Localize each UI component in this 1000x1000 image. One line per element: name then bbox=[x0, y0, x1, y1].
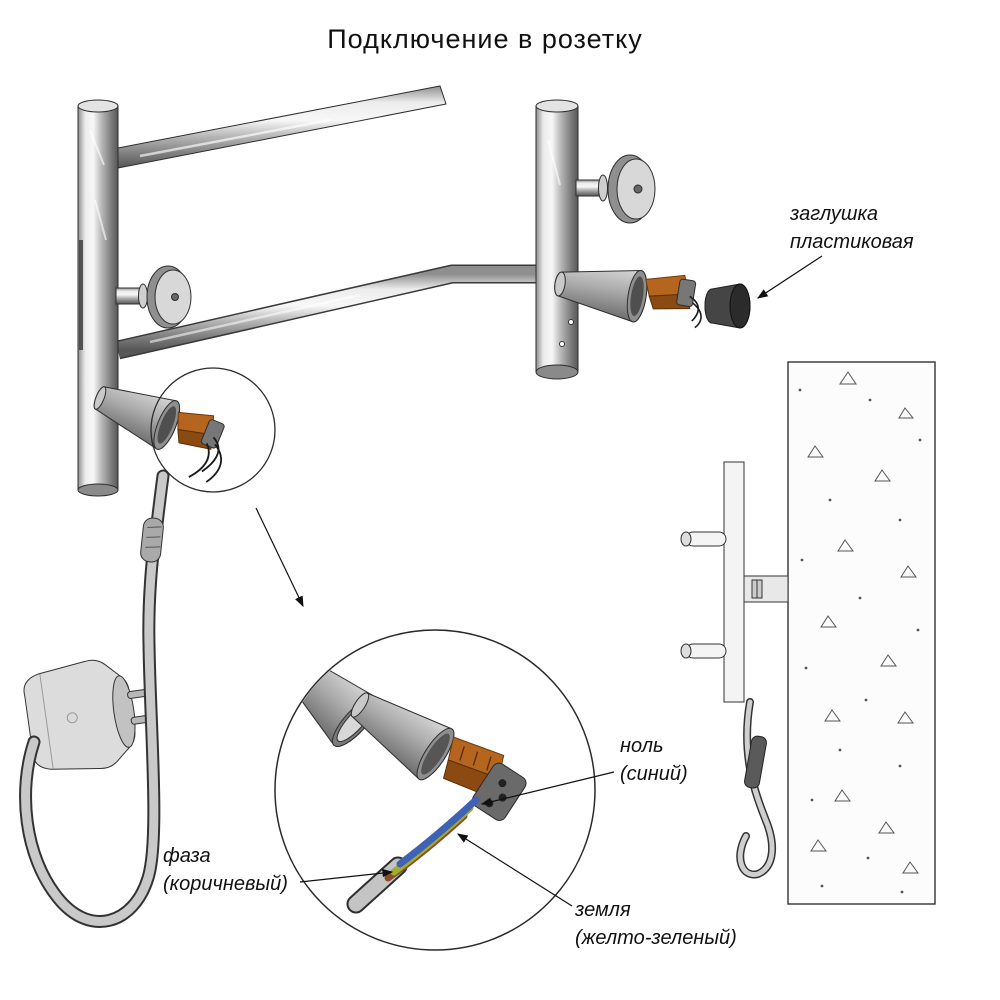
power-plug bbox=[23, 659, 156, 770]
leader-cap bbox=[756, 255, 823, 299]
towel-rail-left-tube bbox=[77, 99, 119, 497]
detail-source-circle bbox=[150, 367, 276, 493]
label-cap-line1: заглушка bbox=[789, 203, 878, 225]
plastic-cap bbox=[704, 283, 751, 329]
label-ground-line2: (желто-зеленый) bbox=[575, 927, 737, 949]
bracket-boss bbox=[743, 575, 789, 603]
terminal-block bbox=[676, 278, 697, 308]
neutral-wire bbox=[396, 796, 480, 868]
label-phase-line2: (коричневый) bbox=[163, 873, 288, 895]
bare-wire bbox=[205, 443, 222, 483]
towel-rail-bent-rung bbox=[115, 264, 540, 360]
terminal-connector bbox=[471, 762, 527, 821]
label-phase-line1: фаза bbox=[163, 845, 211, 867]
bracket-cable bbox=[736, 698, 777, 879]
label-cap-line2: пластиковая bbox=[790, 231, 914, 253]
cable-gland-left bbox=[93, 386, 225, 483]
wall-bracket bbox=[680, 461, 789, 703]
wall-flange-right bbox=[575, 154, 656, 224]
wall-flange-left bbox=[115, 265, 192, 329]
leader-neutral bbox=[480, 771, 615, 806]
towel-rail-top-rung bbox=[117, 85, 447, 169]
bare-wire bbox=[201, 436, 220, 473]
cable-sleeve bbox=[140, 517, 164, 563]
label-neutral-line2: (синий) bbox=[620, 763, 688, 785]
detail-arrow bbox=[255, 507, 304, 608]
leader-phase bbox=[299, 868, 394, 883]
detail-gland-cone bbox=[350, 692, 527, 821]
cable-gland-right bbox=[554, 269, 702, 329]
tube-hole bbox=[559, 341, 565, 347]
leader-ground bbox=[456, 833, 573, 907]
bracket-pin bbox=[685, 643, 727, 659]
tube-hole bbox=[568, 319, 574, 325]
bracket-pin bbox=[685, 531, 727, 547]
diagram-title: Подключение в розетку bbox=[327, 24, 642, 54]
concrete-speckles bbox=[798, 371, 922, 894]
label-ground-line1: земля bbox=[574, 899, 631, 921]
bare-wire bbox=[188, 442, 210, 478]
towel-rail-right-tube bbox=[535, 99, 579, 380]
power-cable bbox=[19, 469, 170, 928]
cable-sleeve-small bbox=[744, 735, 767, 789]
bare-wire bbox=[692, 302, 702, 329]
label-neutral-line1: ноль bbox=[620, 735, 664, 757]
wall-section bbox=[787, 361, 936, 905]
